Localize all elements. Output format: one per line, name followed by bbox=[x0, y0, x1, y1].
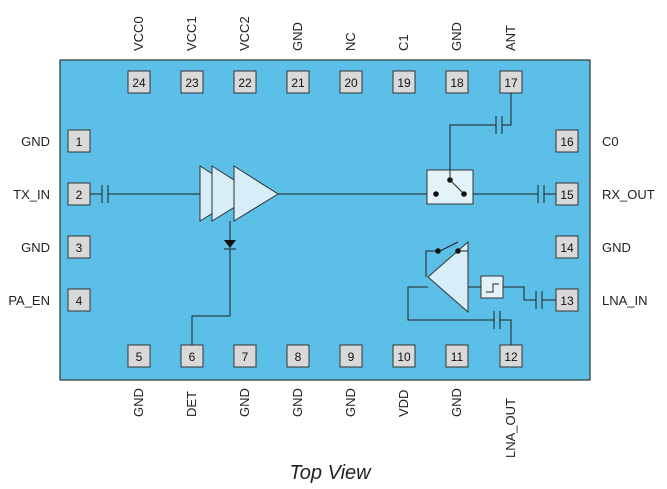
pin-label: ANT bbox=[503, 25, 518, 51]
pin-24: 24 VCC0 bbox=[127, 16, 151, 94]
pin-label: RX_OUT bbox=[602, 187, 655, 202]
pin-label: GND bbox=[602, 240, 631, 255]
pin-13: 13 LNA_IN bbox=[555, 288, 648, 312]
pin-7: 7 GND bbox=[233, 344, 257, 417]
internal-circuit bbox=[90, 93, 556, 345]
pin-3: 3 GND bbox=[21, 235, 91, 259]
pin-label: GND bbox=[290, 388, 305, 417]
bottom-pins: 5 GND 6 DET 7 GND 8 GND 9 GND 10 VDD bbox=[127, 344, 523, 458]
pin-2: 2 TX_IN bbox=[13, 182, 91, 206]
right-pins: 16 C0 15 RX_OUT 14 GND 13 LNA_IN bbox=[555, 129, 655, 312]
pin-4: 4 PA_EN bbox=[8, 288, 91, 312]
power-amplifier bbox=[199, 165, 279, 222]
pin-label: PA_EN bbox=[8, 293, 50, 308]
pin-number: 1 bbox=[76, 135, 83, 149]
pin-label: GND bbox=[21, 134, 50, 149]
pin-number: 23 bbox=[185, 76, 199, 90]
pin-19: 19 C1 bbox=[392, 34, 416, 94]
pin-label: VCC2 bbox=[237, 16, 252, 51]
pin-number: 9 bbox=[348, 350, 355, 364]
pin-15: 15 RX_OUT bbox=[555, 182, 655, 206]
pin-label: C1 bbox=[396, 34, 411, 51]
pin-number: 3 bbox=[76, 241, 83, 255]
pin-8: 8 GND bbox=[286, 344, 310, 417]
pin-label: LNA_IN bbox=[602, 293, 648, 308]
top-pins: 24 VCC0 23 VCC1 22 VCC2 21 GND 20 NC 19 … bbox=[127, 16, 523, 94]
pin-label: LNA_OUT bbox=[503, 398, 518, 458]
pin-12: 12 LNA_OUT bbox=[499, 344, 523, 458]
pin-number: 19 bbox=[397, 76, 411, 90]
pin-14: 14 GND bbox=[555, 235, 631, 259]
pin-11: 11 GND bbox=[445, 344, 469, 417]
pin-18: 18 GND bbox=[445, 22, 469, 94]
pin-20: 20 NC bbox=[339, 32, 363, 94]
pin-label: GND bbox=[21, 240, 50, 255]
pin-label: GND bbox=[131, 388, 146, 417]
pin-23: 23 VCC1 bbox=[180, 16, 204, 94]
pin-number: 15 bbox=[560, 188, 574, 202]
pin-22: 22 VCC2 bbox=[233, 16, 257, 94]
pin-16: 16 C0 bbox=[555, 129, 619, 153]
detector-diode bbox=[191, 221, 236, 345]
pin-number: 21 bbox=[291, 76, 305, 90]
pin-9: 9 GND bbox=[339, 344, 363, 417]
pin-number: 12 bbox=[504, 350, 518, 364]
pin-number: 14 bbox=[560, 241, 574, 255]
pin-5: 5 GND bbox=[127, 344, 151, 417]
pin-label: GND bbox=[449, 388, 464, 417]
pin-label: GND bbox=[290, 22, 305, 51]
pin-number: 7 bbox=[242, 350, 249, 364]
chip-body bbox=[59, 59, 591, 381]
pin-10: 10 VDD bbox=[392, 344, 416, 417]
pin-label: DET bbox=[184, 391, 199, 417]
pin-label: GND bbox=[449, 22, 464, 51]
pin-label: VCC0 bbox=[131, 16, 146, 51]
pin-label: C0 bbox=[602, 134, 619, 149]
pin-number: 11 bbox=[451, 350, 464, 364]
pin-number: 22 bbox=[238, 76, 252, 90]
low-noise-amplifier bbox=[407, 240, 556, 345]
pin-1: 1 GND bbox=[21, 129, 91, 153]
pin-label: TX_IN bbox=[13, 187, 50, 202]
pin-number: 2 bbox=[76, 188, 83, 202]
pin-number: 17 bbox=[504, 76, 518, 90]
left-pins: 1 GND 2 TX_IN 3 GND 4 PA_EN bbox=[8, 129, 91, 312]
pin-number: 13 bbox=[560, 294, 574, 308]
pin-17: 17 ANT bbox=[499, 25, 523, 94]
pin-number: 8 bbox=[295, 350, 302, 364]
pin-label: VDD bbox=[396, 390, 411, 417]
pin-label: NC bbox=[343, 32, 358, 51]
pin-label: VCC1 bbox=[184, 16, 199, 51]
pin-21: 21 GND bbox=[286, 22, 310, 94]
pin-number: 5 bbox=[136, 350, 143, 364]
pin-number: 6 bbox=[189, 350, 196, 364]
filter-block bbox=[480, 275, 504, 299]
pin-number: 20 bbox=[344, 76, 358, 90]
pin-6: 6 DET bbox=[180, 344, 204, 417]
view-caption: Top View bbox=[289, 462, 372, 484]
pin-number: 24 bbox=[132, 76, 146, 90]
pin-number: 4 bbox=[76, 294, 83, 308]
pin-number: 10 bbox=[397, 350, 411, 364]
pin-number: 16 bbox=[560, 135, 574, 149]
pin-number: 18 bbox=[450, 76, 464, 90]
pin-label: GND bbox=[343, 388, 358, 417]
pin-label: GND bbox=[237, 388, 252, 417]
